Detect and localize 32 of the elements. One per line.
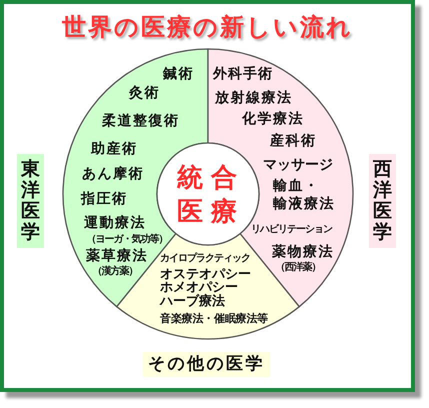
therapy-name: 産科術 <box>270 132 316 150</box>
therapy-name: リハビリテーション <box>251 224 332 236</box>
therapy-name: 灸術 <box>129 84 160 102</box>
therapy-name: マッサージ <box>263 156 333 174</box>
therapy-name: 運動療法 <box>84 214 146 232</box>
therapy-name: 指圧術 <box>81 190 128 208</box>
therapy-name: ホメオパシー <box>160 280 238 295</box>
therapy-name: 化学療法 <box>242 110 304 128</box>
diagram-title: 世界の医療の新しい流れ <box>62 12 353 41</box>
category-panel <box>17 154 44 248</box>
therapy-name: 薬物療法 <box>272 244 334 260</box>
note-text: （漢方薬） <box>92 266 138 278</box>
category-label: 西洋医学 <box>373 159 392 243</box>
note-text: （西洋薬） <box>276 262 320 274</box>
category-label: 東洋医学 <box>21 159 40 243</box>
category-panel <box>369 154 396 248</box>
therapy-name: ハーブ療法 <box>160 294 225 310</box>
therapy-name: 輸血・輸液療法 <box>273 177 335 213</box>
category-label: その他の医学 <box>148 354 265 375</box>
therapy-name: 音楽療法・催眠療法等 <box>160 312 268 325</box>
therapy-name: 放射線療法 <box>215 90 292 106</box>
category-panel <box>143 352 270 377</box>
therapy-name: 柔道整復術 <box>102 112 180 130</box>
therapy-name: 外科手術 <box>213 66 273 82</box>
therapy-name: オステオパシー <box>160 267 251 282</box>
note-text: （ヨーガ・気功等） <box>86 234 168 246</box>
therapy-name: 薬草療法 <box>86 248 148 264</box>
therapy-name: あん摩術 <box>82 166 144 182</box>
center-label: 統合医療 <box>177 162 246 229</box>
therapy-name: カイロプラクティック <box>160 253 250 265</box>
therapy-name: 鍼術 <box>163 66 194 82</box>
therapy-name: 助産術 <box>91 140 138 158</box>
